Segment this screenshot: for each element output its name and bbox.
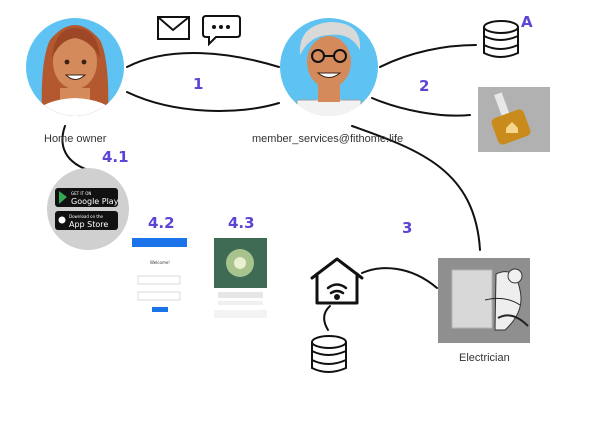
home-owner-avatar — [26, 18, 124, 116]
google-play-badge[interactable] — [55, 188, 118, 207]
database-icon-a — [483, 20, 519, 58]
home-owner-label: Home owner — [44, 133, 107, 145]
edge-owner-to-appstore — [61, 125, 89, 171]
apple-big-text: App Store — [69, 220, 108, 229]
smart-home-wifi-icon — [310, 257, 364, 305]
step-4-3-label: 4.3 — [228, 214, 255, 232]
member-services-avatar — [280, 18, 378, 116]
edge-services-to-electrician — [351, 125, 481, 251]
key-icon — [478, 87, 550, 152]
electrician-label: Electrician — [459, 352, 510, 364]
step-1-label: 1 — [193, 75, 203, 93]
database-icon-bottom — [311, 335, 347, 373]
edge-services-to-key — [371, 97, 471, 117]
edge-smarthome-to-db — [323, 305, 331, 331]
step-4-2-label: 4.2 — [148, 214, 175, 232]
step-2-label: 2 — [419, 77, 429, 95]
edge-owner-to-services-bottom — [126, 91, 280, 112]
chat-bubble-icon — [202, 15, 241, 47]
google-big-text: Google Play — [71, 197, 119, 206]
member-services-label: member_services@fithome.life — [252, 133, 403, 145]
app-store-badge[interactable] — [55, 211, 118, 230]
electrician-photo — [438, 258, 530, 343]
envelope-icon — [157, 16, 190, 40]
connector-lines — [61, 44, 481, 331]
edge-owner-to-services-top — [126, 52, 280, 68]
google-small-text: GET IT ON — [71, 191, 91, 196]
app-screen-login — [132, 238, 187, 318]
app-welcome-text: Welcome! — [150, 260, 170, 265]
edge-services-to-db — [379, 44, 477, 68]
edge-smarthome-to-electrician — [361, 267, 438, 289]
step-4-1-label: 4.1 — [102, 148, 129, 166]
step-3-label: 3 — [402, 219, 412, 237]
apple-small-text: Download on the — [69, 214, 104, 219]
storefront-badge-icon — [47, 168, 129, 250]
app-screen-photo — [214, 238, 267, 318]
label-A: A — [521, 13, 533, 31]
